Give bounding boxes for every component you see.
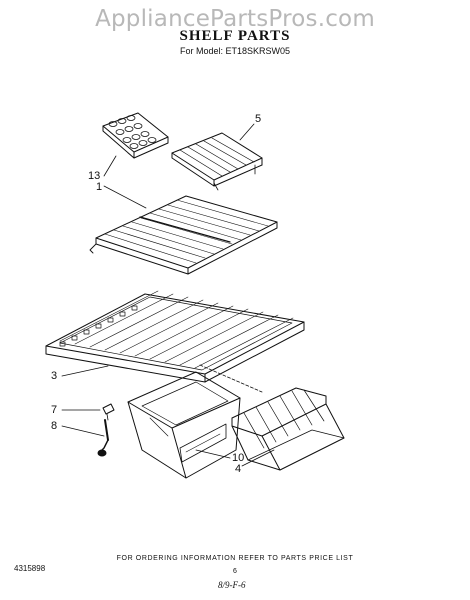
crisper-pan-part xyxy=(127,371,241,479)
callout-1: 1 xyxy=(96,181,103,193)
ordering-note: FOR ORDERING INFORMATION REFER TO PARTS … xyxy=(116,555,354,562)
support-post-part xyxy=(97,419,109,457)
small-wire-shelf-part xyxy=(171,132,263,191)
callout-10: 10 xyxy=(232,452,245,464)
document-number: 4315898 xyxy=(14,564,46,573)
main-wire-shelf-part xyxy=(89,195,278,275)
callout-3: 3 xyxy=(51,370,58,382)
leader-10 xyxy=(195,449,231,459)
watermark-text: AppliancePartsPros.com xyxy=(95,6,375,32)
callout-4: 4 xyxy=(235,463,242,475)
callout-13: 13 xyxy=(88,170,101,182)
page-number: 6 xyxy=(233,568,237,575)
callout-7: 7 xyxy=(51,404,58,416)
clip-part xyxy=(102,403,115,421)
page-title: SHELF PARTS xyxy=(179,28,291,44)
leader-lines xyxy=(61,123,275,467)
leader-5 xyxy=(239,123,255,141)
date-code: 8/9-F-6 xyxy=(218,580,246,590)
leader-8 xyxy=(61,425,105,437)
leader-3 xyxy=(61,365,109,377)
crisper-rack-part xyxy=(231,387,345,471)
leader-4 xyxy=(241,449,275,467)
crisper-cover-part xyxy=(45,290,305,383)
ice-tray-part xyxy=(102,112,169,159)
callout-5: 5 xyxy=(255,113,262,125)
leader-cover-to-rack xyxy=(199,364,263,393)
leader-13 xyxy=(103,155,117,177)
model-line: For Model: ET18SKRSW05 xyxy=(179,46,291,56)
leader-1 xyxy=(103,185,147,209)
callout-8: 8 xyxy=(51,420,58,432)
